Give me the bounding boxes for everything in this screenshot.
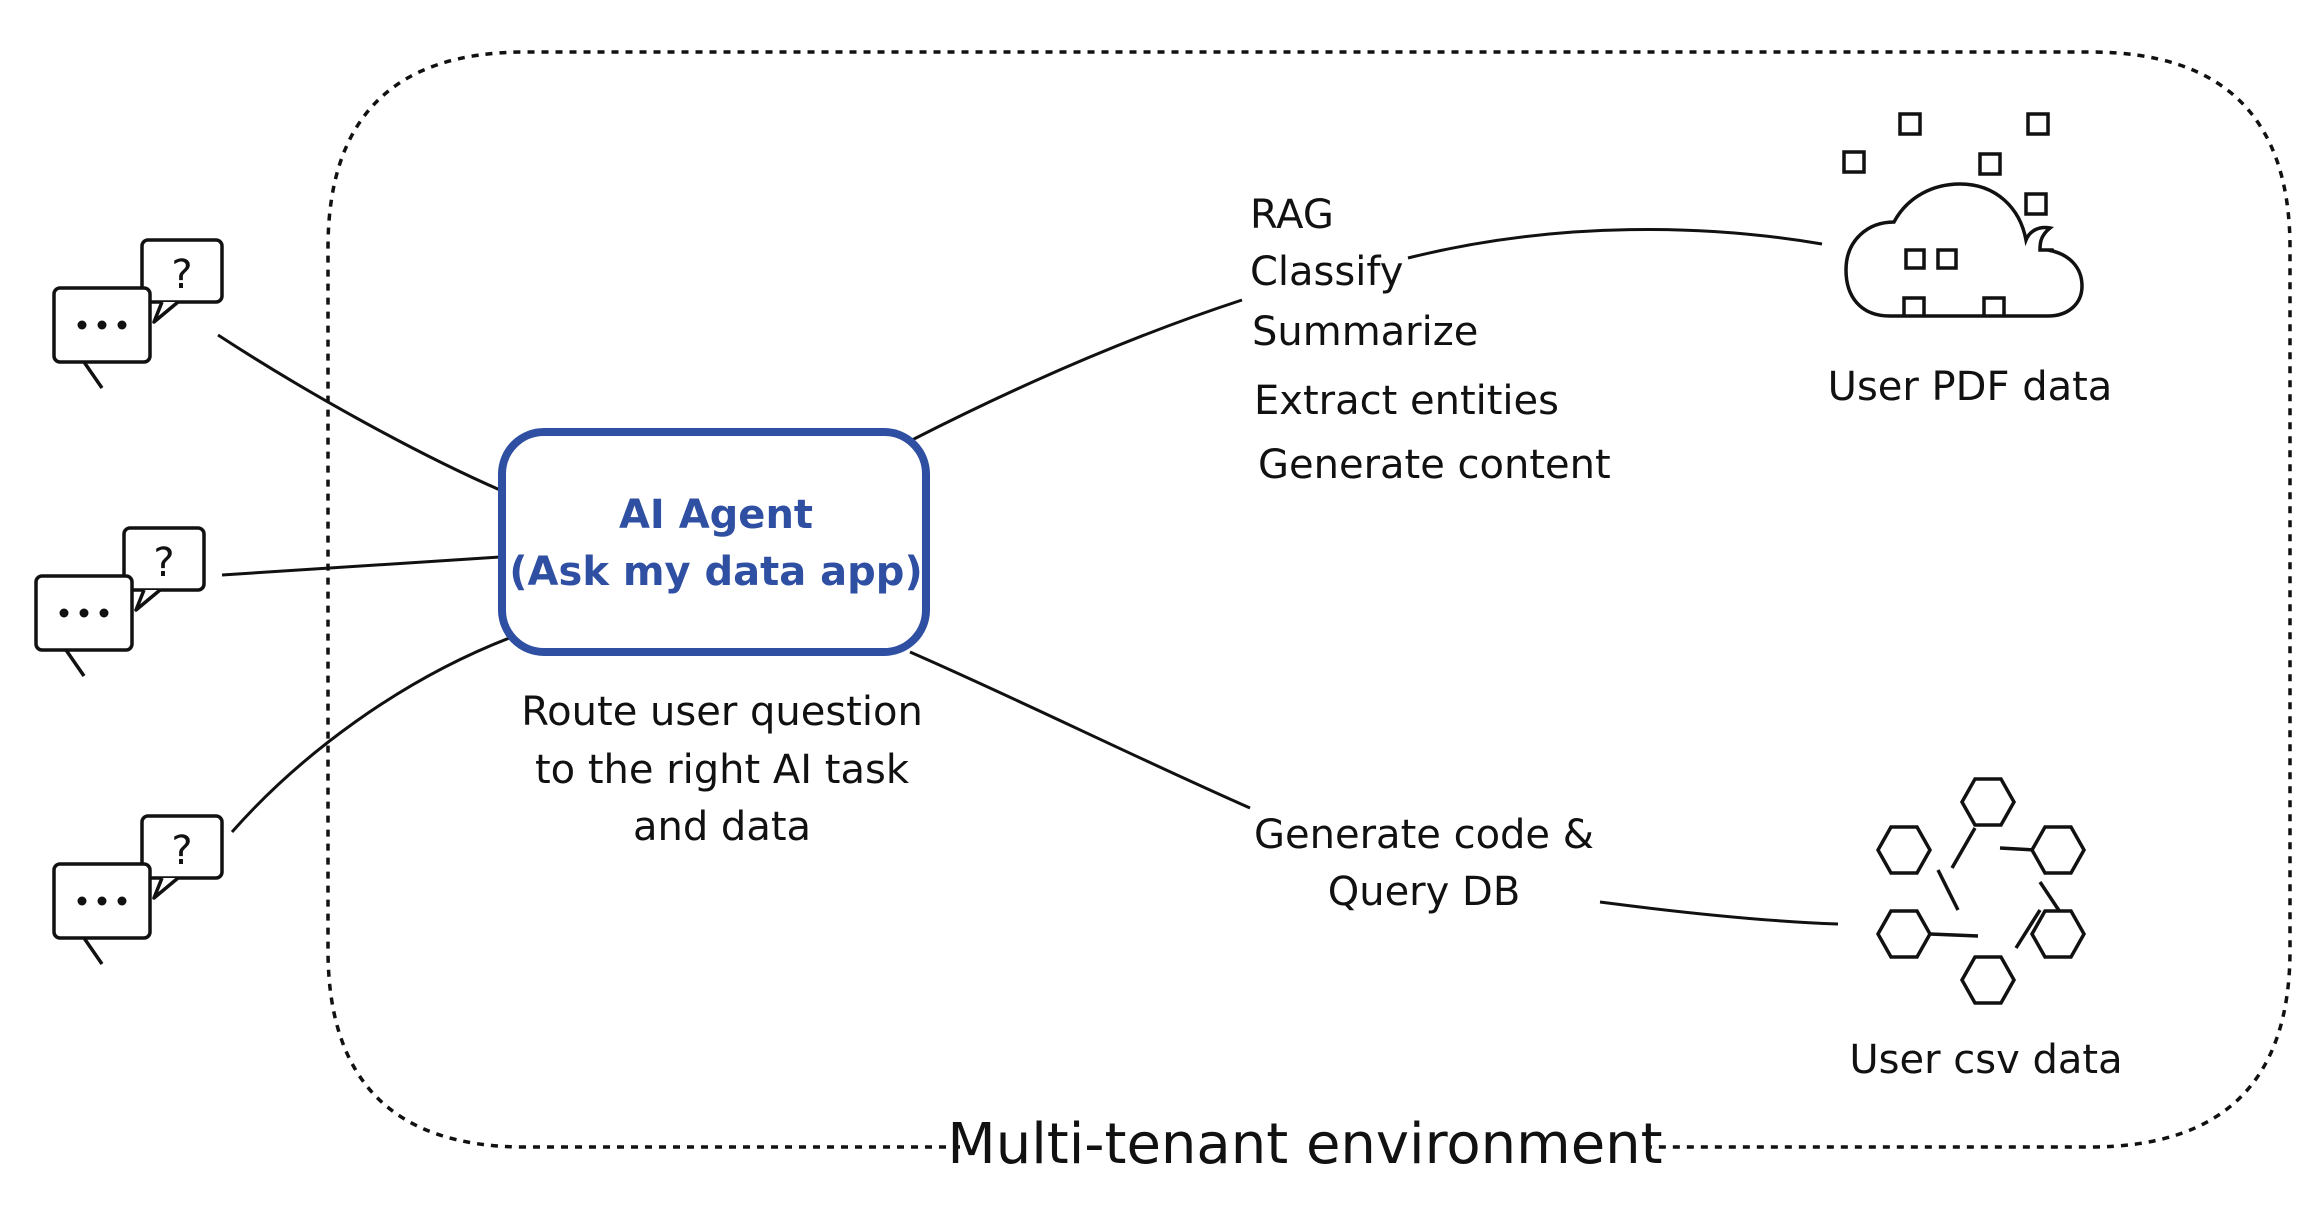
environment-boundary [326,50,2292,1149]
connector-agent-csv-task [909,650,1251,810]
ai-agent-box [498,428,930,656]
hexagon-node [2030,825,2086,875]
connector-user3-agent [230,635,513,833]
connector-user2-agent [221,555,501,577]
agent-caption-line: to the right AI task [535,747,910,793]
task-summarize: Summarize [1252,309,1478,355]
hexagon-node [1876,909,1932,959]
hexagon-network-icon [1876,777,2086,1005]
connector-tasks-pdf [1407,228,1823,260]
chat-question-icon [52,814,224,966]
agent-subtitle: (Ask my data app) [509,549,922,595]
task-classify: Classify [1250,249,1403,295]
task-query-db: Query DB [1328,869,1521,915]
pdf-data-label: User PDF data [1828,364,2113,410]
environment-label: Multi-tenant environment [947,1112,1662,1177]
hexagon-node [1960,955,2016,1005]
hexagon-node [1960,777,2016,827]
agent-title: AI Agent [619,492,813,538]
connectors [217,228,1839,926]
chat-question-icon [34,526,206,678]
hexagon-node [1876,825,1932,875]
agent-caption-line: and data [633,804,811,850]
hexagon-node [2030,909,2086,959]
chat-question-icon [52,238,224,390]
task-rag: RAG [1250,192,1334,238]
task-generate-content: Generate content [1258,442,1611,488]
connector-user1-agent [217,333,501,492]
task-generate-code: Generate code & [1254,812,1594,858]
agent-caption-line: Route user question [521,689,923,735]
cloud-data-icon [1842,112,2084,318]
csv-data-label: User csv data [1849,1037,2122,1083]
connector-agent-tasks [911,298,1243,442]
task-extract-entities: Extract entities [1254,378,1559,424]
connector-csv-task-csv [1599,900,1839,926]
